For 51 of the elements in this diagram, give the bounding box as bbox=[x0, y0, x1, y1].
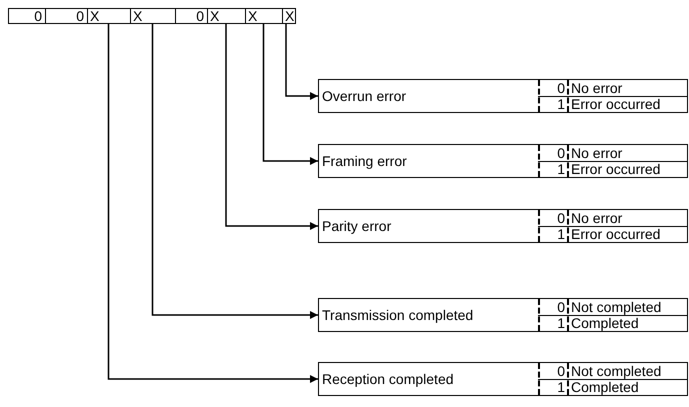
field-name: Parity error bbox=[322, 218, 392, 234]
arrow bbox=[152, 24, 318, 319]
value-meaning: Completed bbox=[571, 379, 639, 395]
bit-value: 0 bbox=[34, 9, 42, 23]
field-name: Transmission completed bbox=[322, 307, 474, 323]
bit-value: X bbox=[133, 9, 142, 23]
bit-value: 0 bbox=[557, 299, 565, 315]
bit-value: X bbox=[248, 9, 258, 23]
field-name: Overrun error bbox=[322, 88, 406, 104]
value-meaning: No error bbox=[571, 210, 622, 226]
arrow bbox=[225, 24, 318, 230]
arrow bbox=[108, 24, 318, 383]
bit-value: 1 bbox=[557, 315, 565, 331]
value-meaning: Error occurred bbox=[571, 226, 660, 242]
field-name: Framing error bbox=[322, 153, 407, 169]
value-meaning: Completed bbox=[571, 315, 639, 331]
bit-value: 1 bbox=[557, 226, 565, 242]
bit-field-box bbox=[318, 209, 688, 243]
field-name: Reception completed bbox=[322, 371, 454, 387]
bit-value: 0 bbox=[557, 363, 565, 379]
bit-field-box bbox=[318, 79, 688, 113]
value-meaning: No error bbox=[571, 80, 622, 96]
value-meaning: Not completed bbox=[571, 363, 662, 379]
value-meaning: No error bbox=[571, 145, 622, 161]
bit-cell bbox=[245, 8, 282, 24]
bit-value: X bbox=[210, 9, 220, 23]
bit-value: 1 bbox=[557, 96, 565, 112]
value-meaning: Error occurred bbox=[571, 161, 660, 177]
bit-cell bbox=[282, 8, 296, 24]
bit-cell bbox=[8, 8, 45, 24]
bit-field-box bbox=[318, 144, 688, 178]
bit-cell bbox=[207, 8, 245, 24]
value-meaning: Not completed bbox=[571, 299, 662, 315]
bit-cell bbox=[45, 8, 87, 24]
arrow bbox=[285, 24, 318, 100]
bit-value: 0 bbox=[196, 9, 204, 23]
bit-value: 1 bbox=[557, 161, 565, 177]
bit-cell bbox=[130, 8, 175, 24]
bit-field-box bbox=[318, 298, 688, 332]
bit-value: X bbox=[285, 9, 294, 23]
bit-cell bbox=[87, 8, 130, 24]
bit-value: 0 bbox=[557, 80, 565, 96]
bit-value: 0 bbox=[557, 145, 565, 161]
arrow bbox=[262, 24, 318, 165]
bit-value: X bbox=[90, 9, 100, 23]
bit-value: 1 bbox=[557, 379, 565, 395]
bit-field-box bbox=[318, 362, 688, 396]
bit-value: 0 bbox=[557, 210, 565, 226]
bit-value: 0 bbox=[76, 9, 84, 23]
bit-cell bbox=[175, 8, 207, 24]
value-meaning: Error occurred bbox=[571, 96, 660, 112]
